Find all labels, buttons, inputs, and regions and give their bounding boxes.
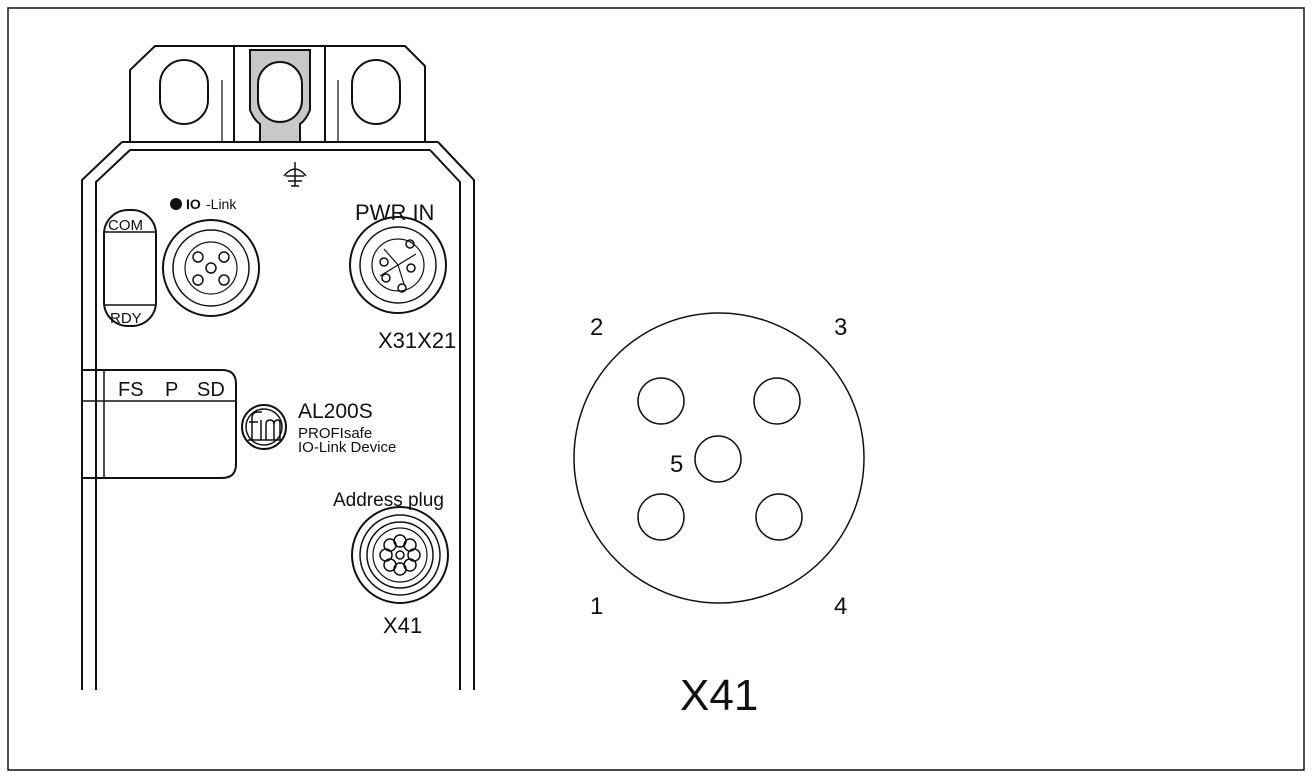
mounting-bracket <box>129 45 426 142</box>
pin-5-label: 5 <box>670 451 683 478</box>
port-labels: X31X21 <box>378 328 456 353</box>
power-pin-2 <box>405 239 415 249</box>
status-sd-label: SD <box>197 379 225 401</box>
address-plug-connector <box>351 506 449 604</box>
status-led-panel <box>82 369 237 479</box>
iolink-pin-4 <box>192 274 204 286</box>
led-com-label: COM <box>108 217 143 234</box>
iolink-pin-2 <box>218 251 230 263</box>
pinout-title: X41 <box>680 671 758 720</box>
mounting-hole-right <box>351 59 401 125</box>
iolink-pin-1 <box>192 251 204 263</box>
iolink-logo-suffix: -Link <box>206 196 237 212</box>
iolink-logo-icon <box>170 198 182 210</box>
power-pin-1 <box>379 257 389 267</box>
led-rdy-label: RDY <box>110 310 142 327</box>
address-plug-label: Address plug <box>333 490 444 511</box>
iolink-pin-5 <box>218 274 230 286</box>
ifm-logo-icon <box>241 404 287 450</box>
model-line-2: IO-Link Device <box>298 439 396 456</box>
pinout-pin-2 <box>637 377 685 425</box>
pin-4-label: 4 <box>834 593 847 620</box>
mounting-hole-left <box>159 59 209 125</box>
status-fs-label: FS <box>118 379 144 401</box>
pin-1-label: 1 <box>590 593 603 620</box>
power-connector <box>349 216 447 314</box>
address-plug-center-pin <box>395 550 405 560</box>
diagram-frame <box>7 7 1305 771</box>
power-pin-4 <box>381 273 391 283</box>
housing <box>81 141 475 690</box>
model-name: AL200S <box>298 400 373 423</box>
iolink-logo: IO -Link <box>170 196 237 212</box>
power-pin-3 <box>406 263 416 273</box>
pinout-pin-1 <box>637 493 685 541</box>
pin-3-label: 3 <box>834 314 847 341</box>
pinout-face <box>573 312 865 604</box>
ground-tab-slot <box>257 61 303 123</box>
iolink-logo-text: IO <box>186 196 201 212</box>
model-line-1: PROFIsafe <box>298 425 372 442</box>
power-pin-5 <box>397 283 407 293</box>
pin-2-label: 2 <box>590 314 603 341</box>
pinout-diagram <box>573 312 865 604</box>
address-port-label: X41 <box>383 613 422 638</box>
pinout-pin-4 <box>755 493 803 541</box>
pinout-pin-3 <box>753 377 801 425</box>
pinout-pin-5 <box>694 435 742 483</box>
led-window <box>103 209 157 327</box>
ground-symbol-icon <box>283 162 307 187</box>
pwr-in-label: PWR IN <box>355 200 434 225</box>
iolink-pin-3 <box>205 262 217 274</box>
iolink-connector <box>162 219 260 317</box>
status-p-label: P <box>165 379 178 401</box>
